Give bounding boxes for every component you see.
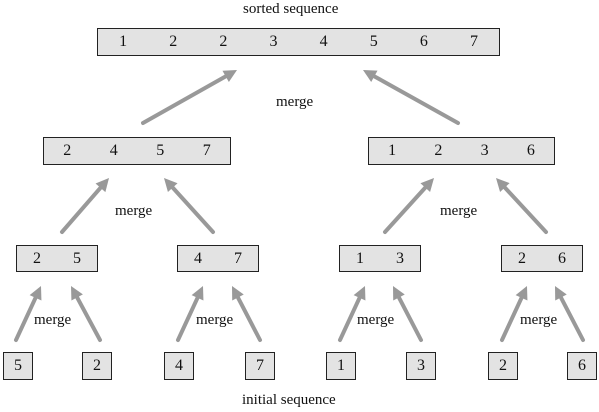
value-cell: 2 [93, 357, 101, 374]
merge-arrow-9 [176, 286, 204, 342]
value-cell: 3 [417, 357, 425, 374]
initial-sequence-caption: initial sequence [242, 392, 336, 408]
value-cell: 7 [469, 33, 478, 50]
value-cell: 5 [14, 357, 22, 374]
initial-element-box-5: 1 [326, 352, 356, 380]
merge-label-pair-1: merge [34, 312, 72, 328]
merge-arrow-11 [338, 286, 366, 342]
value-cell: 1 [356, 249, 364, 267]
merge-label-top: merge [276, 94, 314, 110]
value-cell: 6 [558, 249, 566, 267]
merge-arrow-4 [164, 178, 215, 234]
value-cell: 3 [269, 33, 278, 50]
value-cell: 2 [169, 33, 178, 50]
merge-arrow-1 [141, 70, 237, 125]
value-cell: 2 [434, 142, 443, 159]
initial-element-box-4: 7 [245, 352, 275, 380]
merge-arrow-3 [60, 178, 109, 234]
merge-arrow-14 [555, 286, 585, 342]
value-cell: 1 [388, 142, 397, 159]
merge-arrow-12 [393, 286, 423, 342]
value-cell: 7 [202, 142, 211, 159]
merge-label-pair-2: merge [196, 312, 234, 328]
value-cell: 4 [319, 33, 328, 50]
merge-label-right-half: merge [440, 203, 478, 219]
merge-arrow-6 [496, 178, 548, 234]
merge-arrow-7 [14, 286, 42, 342]
initial-element-box-2: 2 [82, 352, 112, 380]
sorted-sequence-box-1: 1 2 2 3 4 5 6 7 [97, 28, 500, 56]
sorted-sequence-caption: sorted sequence [243, 1, 339, 17]
value-cell: 5 [156, 142, 165, 159]
merge-label-pair-3: merge [357, 312, 395, 328]
initial-element-box-1: 5 [3, 352, 33, 380]
half-box-1: 2 4 5 7 [43, 137, 231, 165]
value-cell: 2 [499, 357, 507, 374]
initial-element-box-3: 4 [164, 352, 194, 380]
merge-arrow-10 [232, 286, 262, 342]
value-cell: 4 [194, 249, 202, 267]
value-cell: 4 [109, 142, 118, 159]
merge-label-pair-4: merge [520, 312, 558, 328]
value-cell: 5 [73, 249, 81, 267]
merge-arrow-8 [71, 286, 102, 342]
value-cell: 3 [480, 142, 489, 159]
value-cell: 1 [119, 33, 128, 50]
value-cell: 7 [234, 249, 242, 267]
merge-label-left-half: merge [115, 203, 153, 219]
merge-arrow-13 [500, 286, 528, 342]
value-cell: 5 [369, 33, 378, 50]
value-cell: 2 [33, 249, 41, 267]
merge-arrow-5 [383, 178, 434, 234]
value-cell: 2 [63, 142, 72, 159]
value-cell: 6 [578, 357, 586, 374]
half-box-2: 1 2 3 6 [368, 137, 555, 165]
value-cell: 3 [396, 249, 404, 267]
value-cell: 2 [518, 249, 526, 267]
value-cell: 1 [337, 357, 345, 374]
initial-element-box-6: 3 [406, 352, 436, 380]
value-cell: 6 [526, 142, 535, 159]
value-cell: 2 [219, 33, 228, 50]
initial-element-box-8: 6 [567, 352, 597, 380]
value-cell: 4 [175, 357, 183, 374]
merge-arrow-2 [363, 70, 460, 125]
value-cell: 7 [256, 357, 264, 374]
initial-element-box-7: 2 [488, 352, 518, 380]
value-cell: 6 [419, 33, 428, 50]
